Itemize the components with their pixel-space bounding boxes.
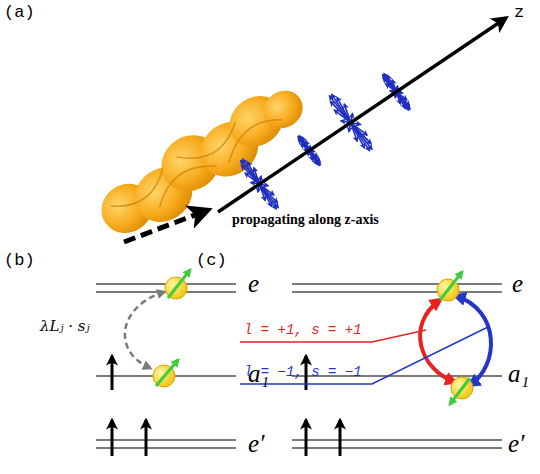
level-label: e: [512, 270, 523, 298]
field-vector: [344, 104, 350, 123]
field-vector: [243, 159, 260, 184]
electron-c-a1: [450, 377, 473, 404]
field-vector: [396, 92, 405, 108]
transition-label: l = −1, s = −1: [244, 365, 362, 380]
coupling-arrow: [125, 292, 164, 368]
z-axis: [218, 18, 506, 212]
axis-label: z: [514, 4, 524, 23]
level-label: e: [248, 270, 259, 298]
field-vector: [396, 92, 408, 110]
field-vector: [309, 151, 320, 165]
level-label: a₁: [508, 360, 529, 388]
field-vector: [299, 136, 309, 151]
field-vector: [302, 137, 309, 150]
field-vector: [332, 94, 351, 122]
field-vector: [396, 92, 400, 104]
field-vector: [337, 97, 351, 122]
field-vector: [259, 184, 276, 209]
electron-c-e: [437, 272, 462, 301]
level-label: e′: [248, 430, 265, 458]
spin-arrows-b: [112, 356, 146, 456]
field-vector: [392, 80, 396, 92]
panel-label: (a): [4, 4, 35, 23]
transition-label: l = +1, s = +1: [244, 323, 362, 338]
field-vector: [309, 151, 316, 164]
panel-label: (b): [4, 252, 35, 271]
caption-text: propagating along z-axis: [232, 212, 379, 227]
field-vector: [351, 123, 365, 148]
field-vector: [259, 184, 278, 208]
panel-label: (c): [196, 252, 227, 271]
propagation-arrow: [124, 210, 208, 242]
field-vector: [254, 168, 260, 184]
field-vector: [384, 74, 396, 92]
field-vector: [247, 162, 259, 184]
level-label: e′: [508, 430, 525, 458]
energy-levels-b: [96, 284, 236, 448]
field-vector: [309, 151, 319, 166]
field-vector: [241, 160, 260, 184]
field-vector: [259, 184, 265, 200]
field-vector: [298, 136, 309, 150]
field-vector: [351, 123, 370, 151]
field-vector: [259, 184, 271, 206]
electron-b-e: [165, 270, 190, 299]
transition-arrow-red: [420, 300, 455, 382]
coupling-label: λLⱼ · sⱼ: [40, 318, 89, 335]
electron-b-a1: [153, 360, 178, 387]
field-vector: [383, 75, 397, 92]
field-vector: [396, 92, 410, 109]
field-vector: [387, 75, 396, 91]
field-vector: [351, 123, 357, 142]
